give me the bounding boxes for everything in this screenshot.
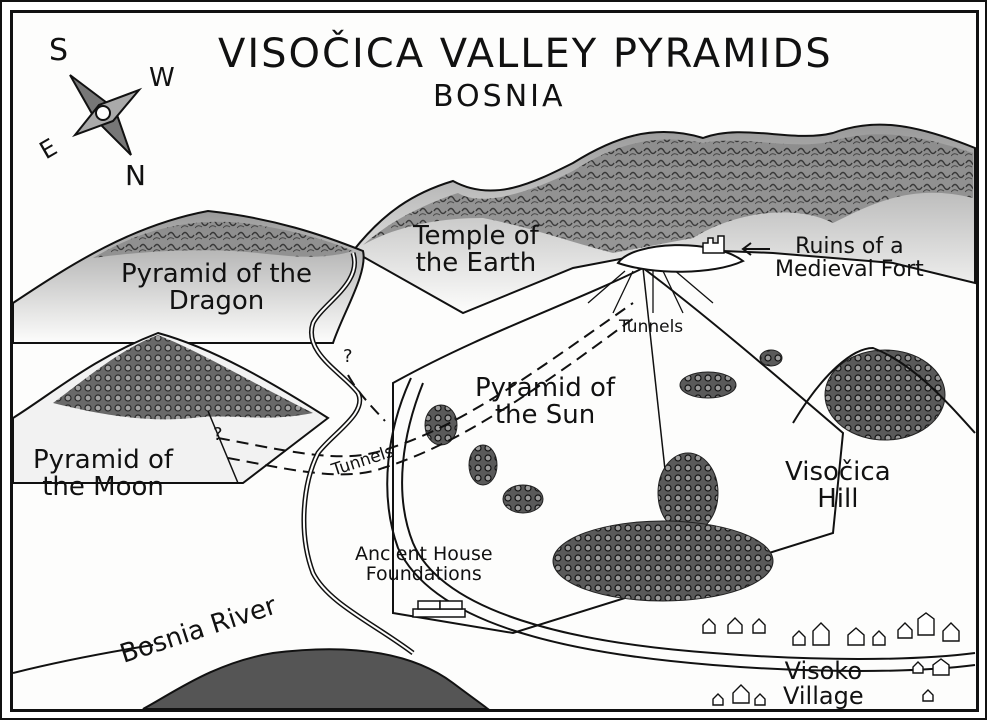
- label-tunnels-upper: Tunnels: [619, 317, 684, 337]
- compass-s: S: [49, 33, 69, 68]
- compass-rose-icon: [69, 74, 143, 156]
- village-houses-icon: [702, 612, 960, 706]
- bosnia-river-shape: [142, 648, 490, 709]
- tunnels-dashed: [217, 302, 639, 476]
- map-title: VISOČICA VALLEY PYRAMIDS: [218, 31, 833, 77]
- road-line: [401, 382, 976, 660]
- map-subtitle: BOSNIA: [433, 79, 566, 114]
- fort-arrow-icon: [741, 242, 770, 256]
- visocica-hill-shape: [792, 346, 976, 434]
- pyramid-of-sun-shape: [392, 266, 845, 635]
- compass-n: N: [125, 159, 146, 192]
- map-canvas: S W E N VISOČICA VALLEY PYRAMIDS BOSNIA …: [10, 10, 979, 712]
- fort-ruins-icon: [702, 235, 725, 254]
- house-foundations-icon: [412, 600, 466, 618]
- label-question-1: ?: [343, 346, 353, 367]
- compass-w: W: [149, 63, 175, 93]
- label-question-2: ?: [213, 424, 223, 445]
- map-drawing: [13, 74, 976, 709]
